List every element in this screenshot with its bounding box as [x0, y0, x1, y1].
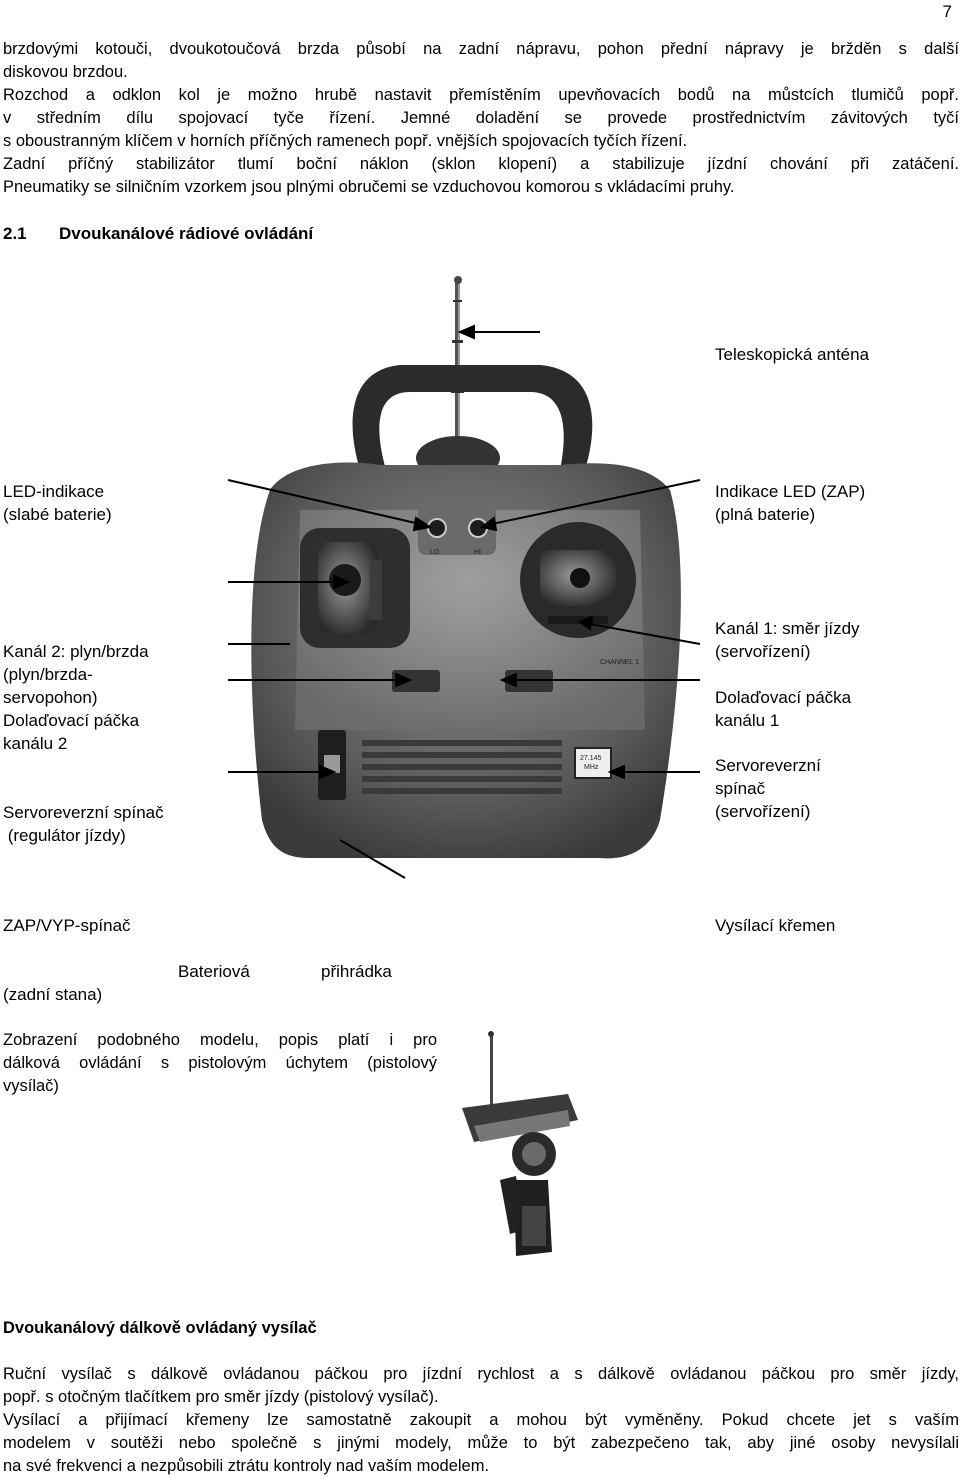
intro-line: Zadní příčný stabilizátor tlumí boční ná… — [3, 155, 959, 173]
left-control-stick[interactable] — [300, 528, 410, 648]
label-crystal: Vysílací křemen — [715, 916, 836, 935]
section-heading: 2.1 Dvoukanálové rádiové ovládání — [3, 224, 313, 244]
section-number: 2.1 — [3, 224, 27, 243]
bottom-heading: Dvoukanálový dálkově ovládaný vysílač — [3, 1319, 317, 1337]
intro-line: brzdovými kotouči, dvoukotoučová brzda p… — [3, 40, 959, 58]
bottom-line: Ruční vysílač s dálkově ovládanou páčkou… — [3, 1365, 959, 1383]
led-low-indicator — [427, 518, 447, 538]
label-battery-2: přihrádka — [321, 962, 392, 981]
crystal-module[interactable] — [574, 747, 612, 779]
intro-line: Rozchod a odklon kol je možno hrubě nast… — [3, 86, 959, 104]
bottom-line: na své frekvenci a nezpůsobili ztrátu ko… — [3, 1457, 490, 1475]
led-high-mark: HI — [474, 549, 481, 556]
led-low-mark: LO — [430, 549, 440, 556]
model-note-line: vysílač) — [3, 1077, 59, 1095]
callout-lines — [227, 324, 701, 879]
ch2-trim-lever[interactable] — [392, 670, 440, 692]
model-note-line: Zobrazení podobného modelu, popis platí … — [3, 1031, 437, 1049]
page-number: 7 — [942, 2, 952, 21]
label-rear-side: (zadní stana) — [3, 985, 103, 1004]
label-battery-1: Bateriová — [178, 962, 250, 981]
channel-mark: CHANNEL 1 — [600, 659, 639, 666]
label-trim-ch1: Dolaďovací páčka kanálu 1 — [715, 688, 852, 730]
label-servo-reverse-left: Servoreverzní spínač (regulátor jízdy) — [3, 803, 164, 845]
label-led-on: Indikace LED (ZAP) (plná baterie) — [715, 482, 866, 524]
label-led-low: LED-indikace (slabé baterie) — [3, 482, 112, 524]
label-servo-reverse-right: Servoreverzní spínač (servořízení) — [715, 756, 821, 821]
bottom-line: popř. s otočným tlačítkem pro směr jízdy… — [3, 1388, 439, 1406]
intro-line: s oboustranným klíčem v horních příčných… — [3, 132, 688, 150]
model-note-line: dálková ovládání s pistolovým úchytem (p… — [3, 1054, 437, 1072]
label-antenna: Teleskopická anténa — [715, 345, 870, 364]
bottom-line: Vysílací a přijímací křemeny lze samosta… — [3, 1411, 959, 1429]
carry-handle — [352, 365, 593, 470]
right-control-stick[interactable] — [520, 522, 636, 638]
vent-grille — [362, 740, 562, 794]
label-channel-1: Kanál 1: směr jízdy (servořízení) — [715, 619, 860, 661]
label-channel-2: Kanál 2: plyn/brzda (plyn/brzda- servopo… — [3, 642, 149, 753]
intro-line: diskovou brzdou. — [3, 63, 128, 81]
label-on-off-switch: ZAP/VYP-spínač — [3, 916, 131, 935]
intro-line: Pneumatiky se silničním vzorkem jsou pln… — [3, 178, 735, 196]
bottom-line: modelem v soutěži nebo společně s jinými… — [3, 1434, 959, 1452]
pistol-transmitter-illustration — [462, 1031, 578, 1256]
section-title: Dvoukanálové rádiové ovládání — [59, 224, 314, 243]
intro-line: v středním dílu spojovací tyče řízení. J… — [3, 109, 959, 127]
